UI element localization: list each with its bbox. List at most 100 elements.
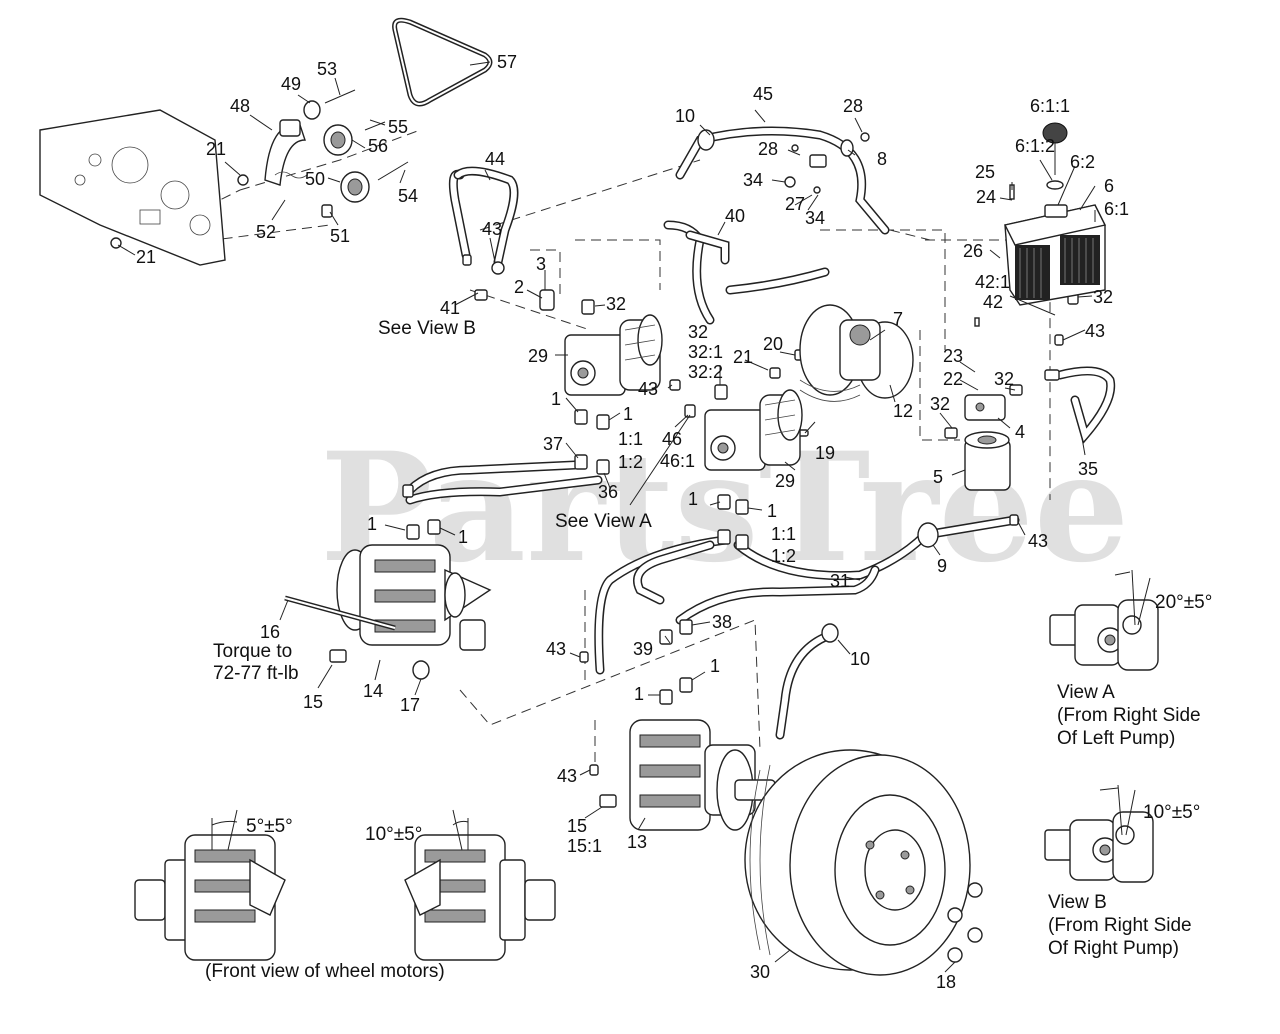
callout-28: 28 [843, 96, 863, 116]
callout-44: 44 [485, 149, 505, 169]
callout-43d: 43 [1028, 531, 1048, 551]
callout-43b: 43 [638, 379, 658, 399]
callout-9: 9 [937, 556, 947, 576]
callout-41: 41 [440, 298, 460, 318]
callout-6-1-2: 6:1:2 [1015, 136, 1055, 156]
callout-32: 32 [606, 294, 626, 314]
torque-note-line1: Torque to [213, 641, 292, 662]
callout-43f: 43 [557, 766, 577, 786]
view-a-title: View A [1057, 682, 1115, 703]
left-wheel-motor [284, 544, 492, 680]
callout-2: 2 [514, 277, 524, 297]
front-view-right-motor [404, 809, 556, 961]
callout-21: 21 [206, 139, 226, 159]
left-motor-angle: 5°±5° [246, 816, 293, 837]
callout-32b: 32 [688, 322, 708, 342]
right-hydraulic-pump [704, 389, 803, 471]
callout-15b: 15 [567, 816, 587, 836]
tire-wheel [744, 749, 971, 976]
callout-1-1b: 1:1 [771, 524, 796, 544]
callout-leaders [117, 61, 1096, 973]
callout-1f: 1 [767, 501, 777, 521]
callout-1e: 1 [688, 489, 698, 509]
front-view-caption: (Front view of wheel motors) [205, 961, 445, 982]
callout-8: 8 [877, 149, 887, 169]
callout-26: 26 [963, 241, 983, 261]
callout-55: 55 [388, 117, 408, 137]
callout-43e: 43 [546, 639, 566, 659]
callout-20: 20 [763, 334, 783, 354]
callout-34b: 34 [805, 208, 825, 228]
callout-18: 18 [936, 972, 956, 992]
callout-15-1: 15:1 [567, 836, 602, 856]
callout-22: 22 [943, 369, 963, 389]
callout-27: 27 [785, 194, 805, 214]
callout-37: 37 [543, 434, 563, 454]
callout-1-2a: 1:2 [618, 452, 643, 472]
lug-nuts [947, 882, 983, 963]
callout-16: 16 [260, 622, 280, 642]
callout-38: 38 [712, 612, 732, 632]
left-hydraulic-pump [564, 314, 663, 396]
torque-note-line2: 72-77 ft-lb [213, 663, 299, 684]
callout-31: 31 [830, 571, 850, 591]
callout-54: 54 [398, 186, 418, 206]
callout-46-1: 46:1 [660, 451, 695, 471]
callout-1d: 1 [458, 527, 468, 547]
callout-57: 57 [497, 52, 517, 72]
callout-10: 10 [675, 106, 695, 126]
callout-labels: 53 57 49 48 55 21 56 50 54 52 51 21 10 4… [136, 52, 1212, 992]
callout-15: 15 [303, 692, 323, 712]
see-view-b-note: See View B [378, 318, 476, 339]
view-b-title: View B [1048, 892, 1107, 913]
callout-1h: 1 [634, 684, 644, 704]
front-view-left-motor [134, 809, 286, 961]
see-view-a-note: See View A [555, 511, 652, 532]
right-motor-angle: 10°±5° [365, 824, 422, 845]
callout-30: 30 [750, 962, 770, 982]
callout-6-2: 6:2 [1070, 152, 1095, 172]
callout-25: 25 [975, 162, 995, 182]
callout-46: 46 [662, 429, 682, 449]
callout-23: 23 [943, 346, 963, 366]
callout-35: 35 [1078, 459, 1098, 479]
callout-32-1: 32:1 [688, 342, 723, 362]
callout-1g: 1 [710, 656, 720, 676]
callout-49: 49 [281, 74, 301, 94]
callout-1-2b: 1:2 [771, 546, 796, 566]
callout-32d: 32 [994, 369, 1014, 389]
callout-32-2: 32:2 [688, 362, 723, 382]
right-wheel-motor [629, 719, 776, 831]
callout-43: 43 [482, 219, 502, 239]
callout-1b: 1 [623, 404, 633, 424]
callout-10b: 10 [850, 649, 870, 669]
callout-21c: 21 [733, 347, 753, 367]
callout-39: 39 [633, 639, 653, 659]
hydraulic-hoses [405, 126, 1116, 740]
view-b-angle: 10°±5° [1143, 802, 1200, 823]
callout-13: 13 [627, 832, 647, 852]
callout-29b: 29 [775, 471, 795, 491]
callout-51: 51 [330, 226, 350, 246]
callout-1-1a: 1:1 [618, 429, 643, 449]
idler-pulley-assembly [110, 89, 409, 249]
callout-14: 14 [363, 681, 383, 701]
hose-fittings [329, 129, 1079, 808]
callout-42: 42 [983, 292, 1003, 312]
pump-drive-pulley [799, 304, 914, 402]
view-b-subtitle-1: (From Right Side [1048, 915, 1192, 936]
callout-52: 52 [256, 222, 276, 242]
callout-40: 40 [725, 206, 745, 226]
view-a-subtitle-2: Of Left Pump) [1057, 728, 1175, 749]
callout-32e: 32 [930, 394, 950, 414]
callout-45: 45 [753, 84, 773, 104]
callout-32c: 32 [1093, 287, 1113, 307]
view-a-pump [1049, 569, 1159, 671]
callout-17: 17 [400, 695, 420, 715]
callout-21b: 21 [136, 247, 156, 267]
callout-3: 3 [536, 254, 546, 274]
callout-19: 19 [815, 443, 835, 463]
callout-1c: 1 [367, 514, 377, 534]
view-a-subtitle-1: (From Right Side [1057, 705, 1201, 726]
